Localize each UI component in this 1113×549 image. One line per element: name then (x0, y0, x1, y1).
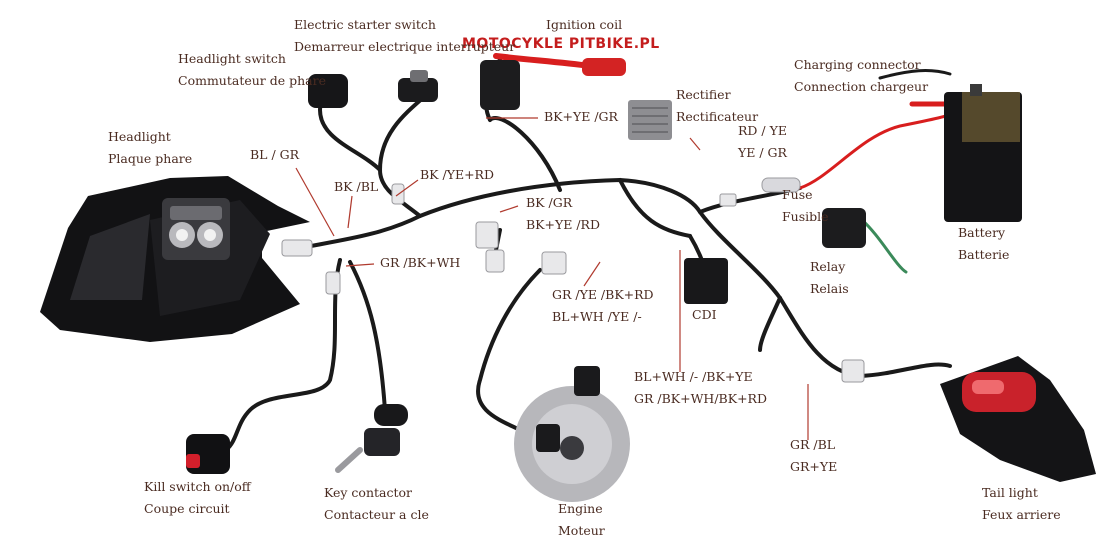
code-bl-wh-bk-ye: BL+WH /- /BK+YE GR /BK+WH/BK+RD (634, 369, 767, 406)
headlight-switch-part (308, 74, 348, 108)
label-key-contactor: Key contactor Contacteur a cle (324, 485, 429, 522)
electric-starter-switch-part (398, 70, 438, 102)
ignition-coil-part (480, 58, 626, 110)
label-cdi: CDI (692, 307, 717, 322)
label-relay: Relay Relais (810, 259, 849, 296)
relay-part (822, 208, 866, 248)
label-tail-light: Tail light Feux arriere (982, 485, 1061, 522)
tail-light-part (940, 356, 1096, 482)
fuse-part (761, 177, 801, 193)
label-fuse: Fuse Fusible (782, 187, 829, 224)
label-engine: Engine Moteur (558, 501, 605, 538)
label-battery: Battery Batterie (958, 225, 1010, 262)
code-bl-gr: BL / GR (250, 147, 300, 162)
watermark: MOTOCYKLE PITBIKE.PL (462, 36, 660, 52)
code-rd-ye-ye-gr: RD / YE YE / GR (738, 123, 787, 160)
key-contactor-part (335, 404, 408, 473)
code-gr-bl-gr-ye: GR /BL GR+YE (790, 437, 838, 474)
label-ignition-coil: Ignition coil (546, 17, 623, 32)
label-charging-connector: Charging connector Connection chargeur (794, 57, 929, 94)
leader-lines (295, 117, 809, 440)
engine-stator-part (514, 366, 630, 502)
label-headlight: Headlight Plaque phare (108, 129, 193, 166)
code-bk-ye-gr-coil: BK+YE /GR (544, 109, 618, 124)
code-bk-bl: BK /BL (334, 179, 379, 194)
connectors (281, 183, 865, 383)
cdi-part (684, 258, 728, 304)
code-bk-gr-bk-ye-rd: BK /GR BK+YE /RD (526, 195, 600, 232)
battery-part (944, 84, 1022, 222)
code-gr-ye-bk-rd: GR /YE /BK+RD BL+WH /YE /- (552, 287, 654, 324)
code-bk-ye-rd-switch: BK /YE+RD (420, 167, 494, 182)
headlight-plate (40, 176, 310, 342)
code-gr-bk-wh: GR /BK+WH (380, 255, 461, 270)
kill-switch-part (186, 434, 230, 474)
label-headlight-switch: Headlight switch Commutateur de phare (178, 51, 326, 88)
rectifier-part (628, 100, 672, 140)
label-kill-switch: Kill switch on/off Coupe circuit (144, 479, 251, 516)
label-rectifier: Rectifier Rectificateur (676, 87, 759, 124)
label-electric-starter-switch: Electric starter switch Demarreur electr… (294, 17, 516, 54)
